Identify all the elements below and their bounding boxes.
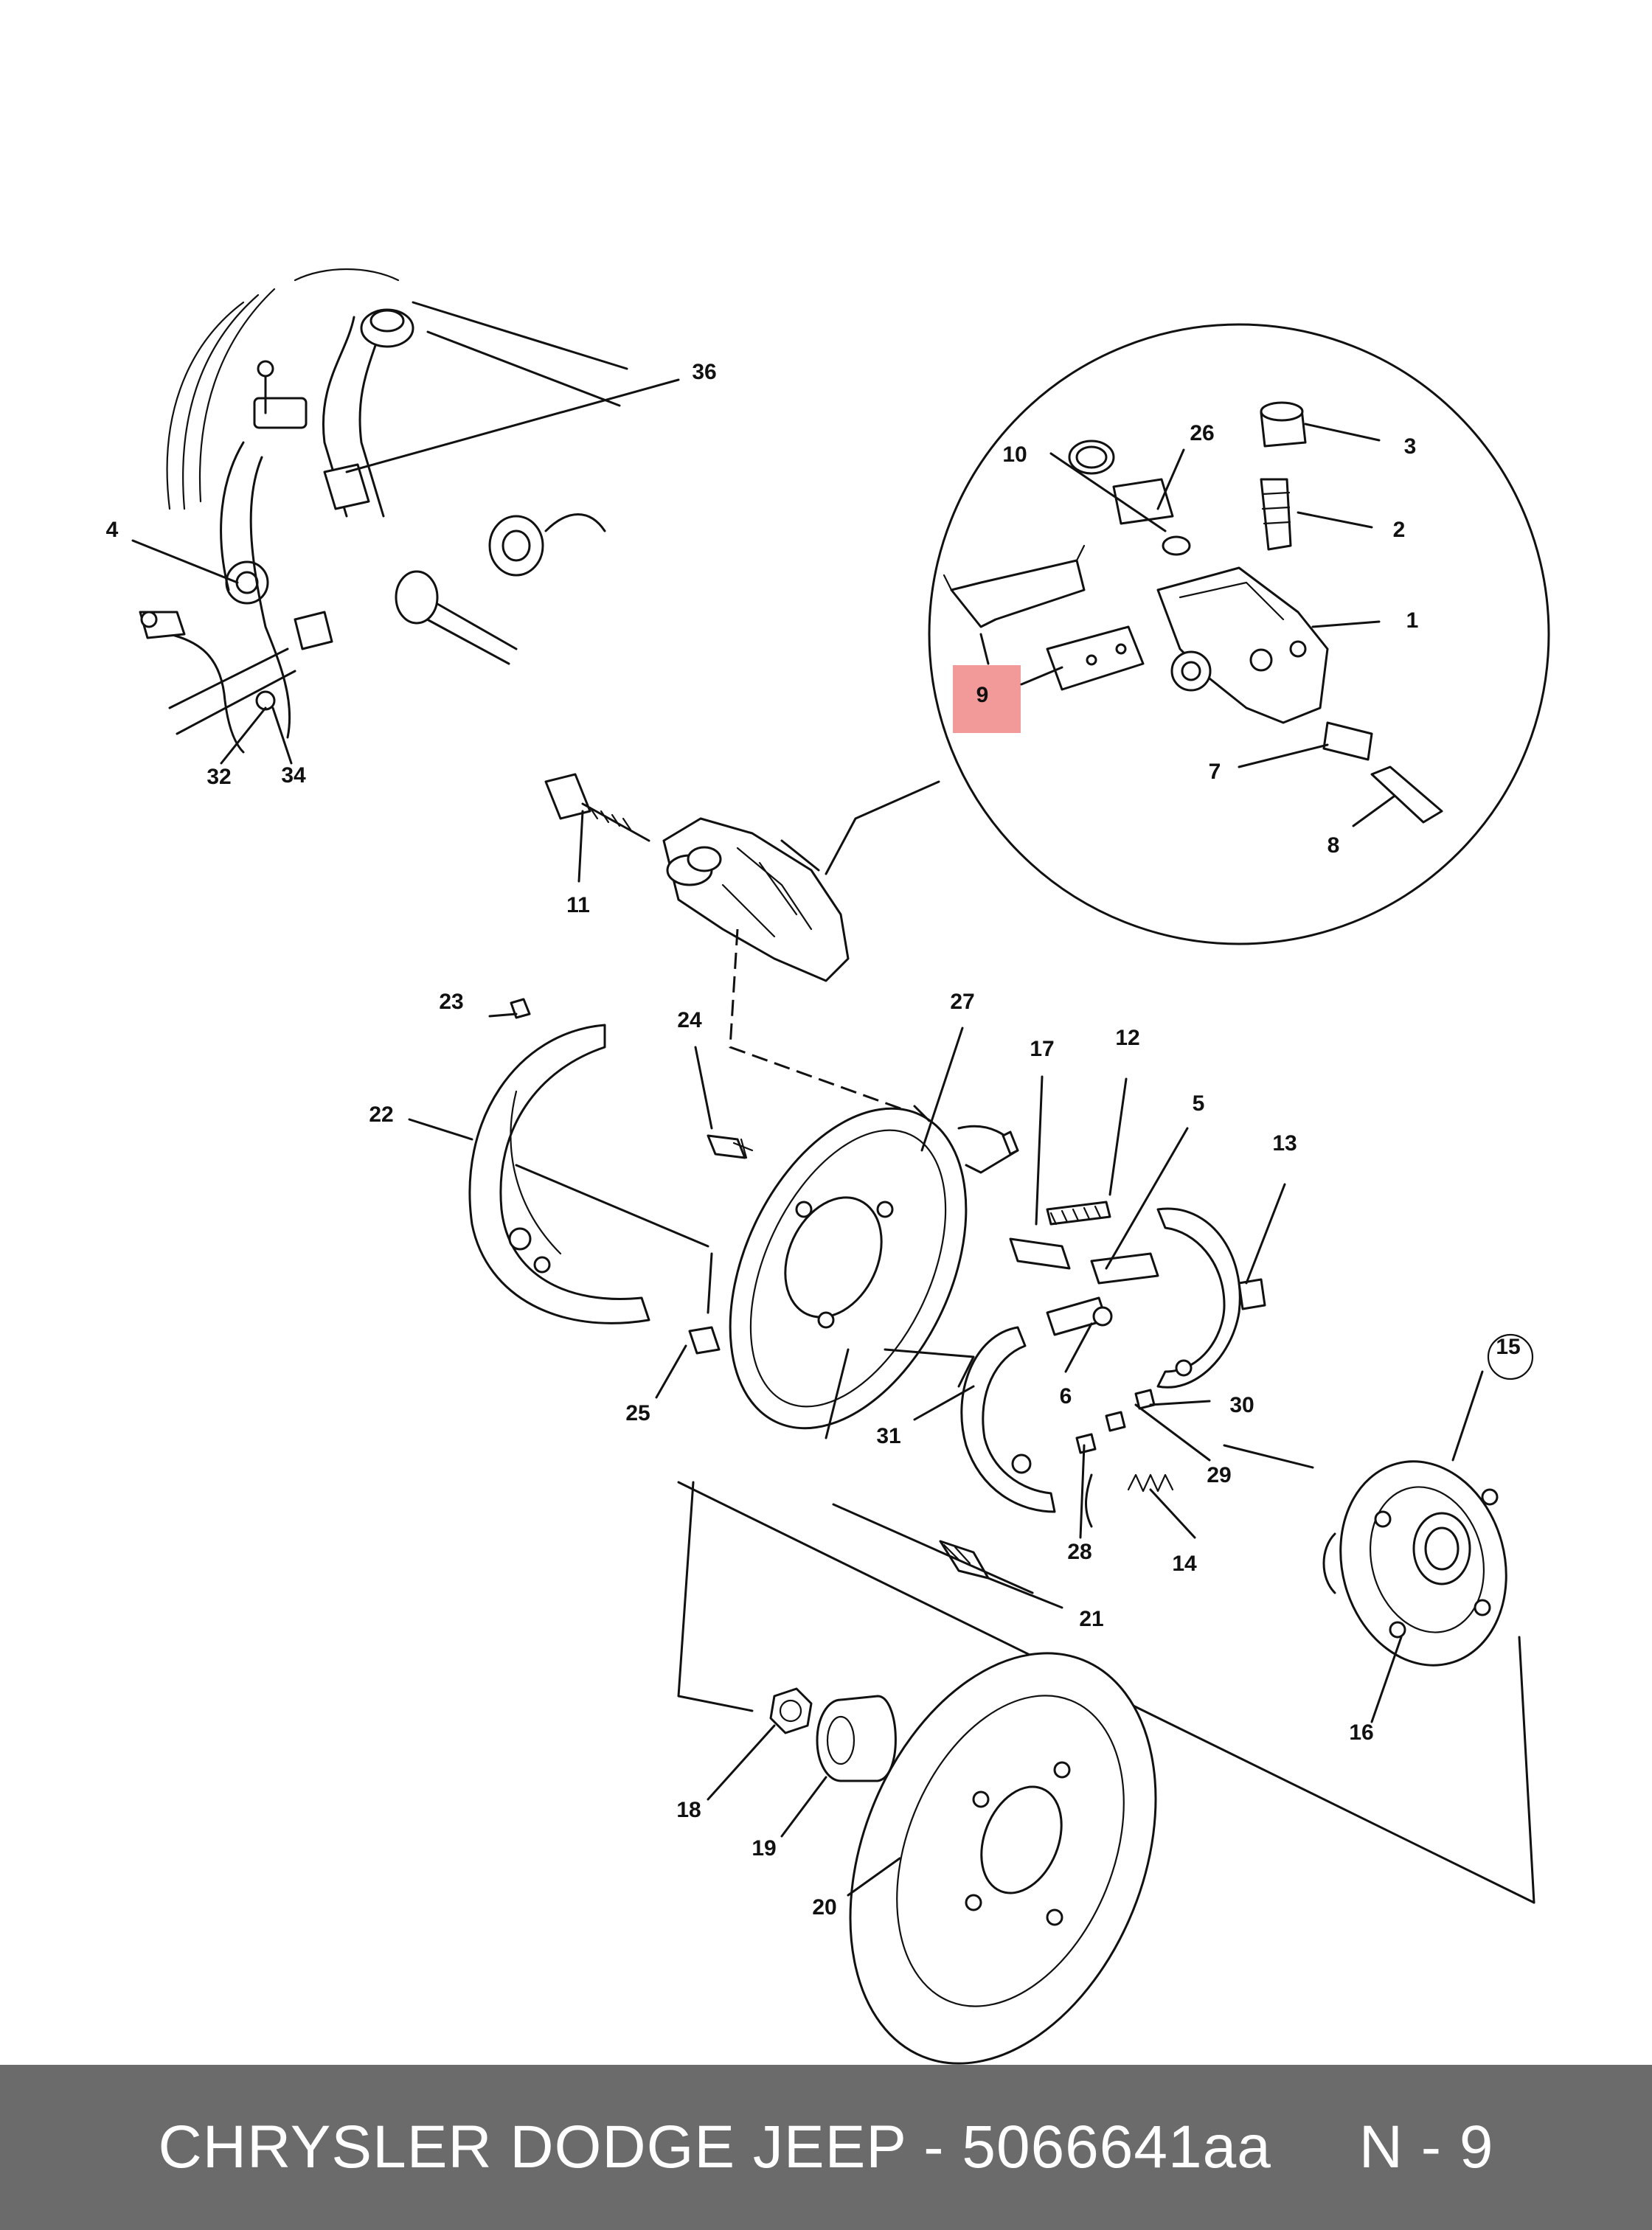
callout-34: 34: [281, 763, 306, 788]
caliper-assembly: [544, 773, 915, 1115]
part-info-text: CHRYSLER DODGE JEEP - 5066641aa N - 9: [159, 2113, 1494, 2182]
callout-4: 4: [106, 518, 119, 542]
rotor-assembly: [677, 1481, 1535, 2065]
callout-11: 11: [566, 893, 590, 917]
callout-16: 16: [1349, 1720, 1373, 1745]
diagram-reference: N - 9: [1358, 2113, 1494, 2181]
callout-24: 24: [677, 1008, 702, 1032]
callout-36: 36: [692, 360, 716, 384]
callout-14: 14: [1172, 1552, 1197, 1576]
caliper-detail-circle: [825, 323, 1550, 945]
part-info-banner: CHRYSLER DODGE JEEP - 5066641aa N - 9: [0, 2065, 1652, 2230]
callout-17: 17: [1030, 1037, 1054, 1061]
separator: -: [906, 2113, 962, 2181]
callout-25: 25: [625, 1401, 650, 1425]
callout-28: 28: [1067, 1540, 1092, 1564]
callout-15-circle: [1487, 1333, 1534, 1380]
callout-2: 2: [1393, 518, 1406, 542]
callout-1: 1: [1406, 608, 1419, 633]
part-number: 5066641aa: [962, 2113, 1271, 2181]
callout-27: 27: [950, 990, 974, 1014]
callout-9: 9: [976, 683, 989, 707]
callout-32: 32: [206, 765, 231, 789]
callout-21: 21: [1079, 1607, 1103, 1631]
callout-22: 22: [369, 1102, 393, 1127]
callout-7: 7: [1209, 760, 1221, 784]
brake-shoe-left: [468, 998, 709, 1324]
callout-19: 19: [752, 1836, 776, 1861]
spacer: [1271, 2113, 1359, 2181]
callout-15: 15: [1496, 1335, 1520, 1359]
callout-labels: 1 2 3 4 5 6 7 8 9 10 11 12 13 14 15 16 1…: [106, 360, 1534, 1920]
callout-29: 29: [1207, 1463, 1231, 1487]
callout-8: 8: [1328, 833, 1340, 858]
exploded-brake-diagram: 1 2 3 4 5 6 7 8 9 10 11 12 13 14 15 16 1…: [106, 268, 1550, 2065]
suspension-assembly: [139, 268, 628, 754]
callout-5: 5: [1193, 1091, 1205, 1116]
brake-hardware: [957, 1125, 1314, 1528]
callout-26: 26: [1190, 421, 1214, 445]
callout-31: 31: [876, 1424, 900, 1448]
callout-12: 12: [1115, 1026, 1139, 1050]
backing-plate: [688, 1105, 975, 1439]
callout-23: 23: [439, 990, 463, 1014]
callout-6: 6: [1060, 1384, 1072, 1408]
callout-13: 13: [1272, 1131, 1297, 1156]
hub-assembly: [1322, 1460, 1507, 1667]
highlight-box: [953, 665, 1021, 733]
callout-20: 20: [812, 1895, 836, 1920]
brand-name: CHRYSLER DODGE JEEP: [158, 2113, 906, 2181]
callout-10: 10: [1002, 442, 1027, 467]
callout-30: 30: [1229, 1393, 1254, 1417]
callout-18: 18: [676, 1798, 701, 1822]
callout-3: 3: [1404, 434, 1417, 459]
leader-lines: [131, 378, 1484, 1897]
